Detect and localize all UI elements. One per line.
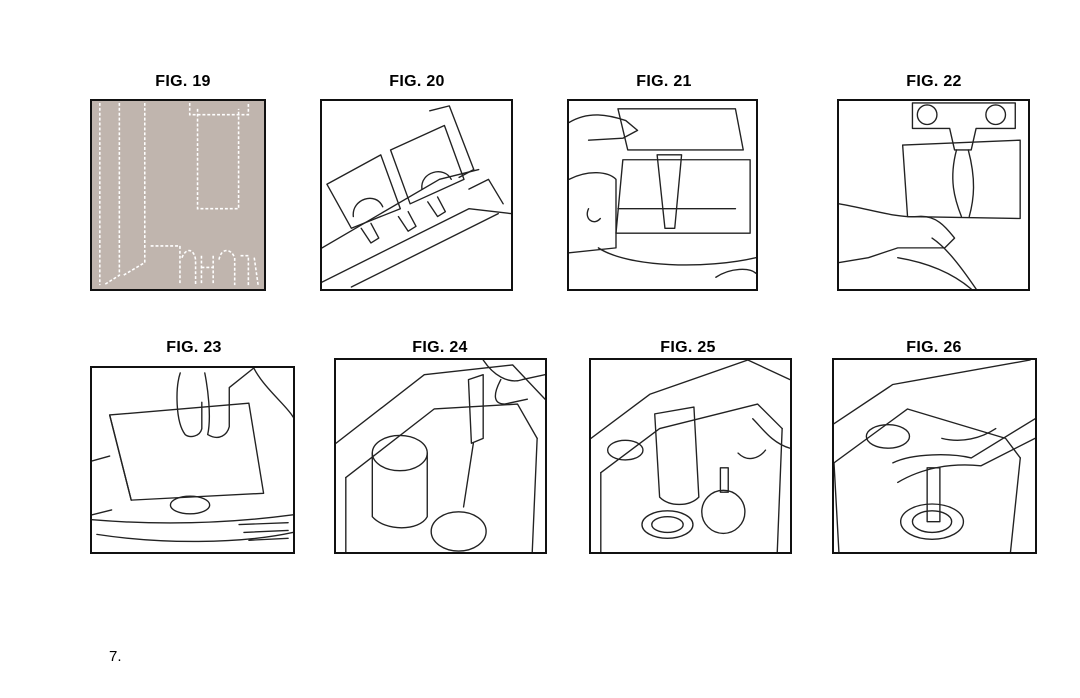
fig-25-illustration [589,358,792,554]
fig-23-illustration [90,366,295,554]
fig-23-title: FIG. 23 [166,339,222,356]
fig-20-illustration [320,99,513,291]
fig-24-title: FIG. 24 [412,339,468,356]
fig-26-illustration [832,358,1037,554]
fig-22-title: FIG. 22 [906,73,962,90]
fig-19-illustration [90,99,266,291]
fig-21-title: FIG. 21 [636,73,692,90]
fig-22-illustration [837,99,1030,291]
fig-20-title: FIG. 20 [389,73,445,90]
fig-25-title: FIG. 25 [660,339,716,356]
fig-19-title: FIG. 19 [155,73,211,90]
page-number: 7. [109,648,122,665]
fig-24-illustration [334,358,547,554]
fig-26-title: FIG. 26 [906,339,962,356]
fig-21-illustration [567,99,758,291]
